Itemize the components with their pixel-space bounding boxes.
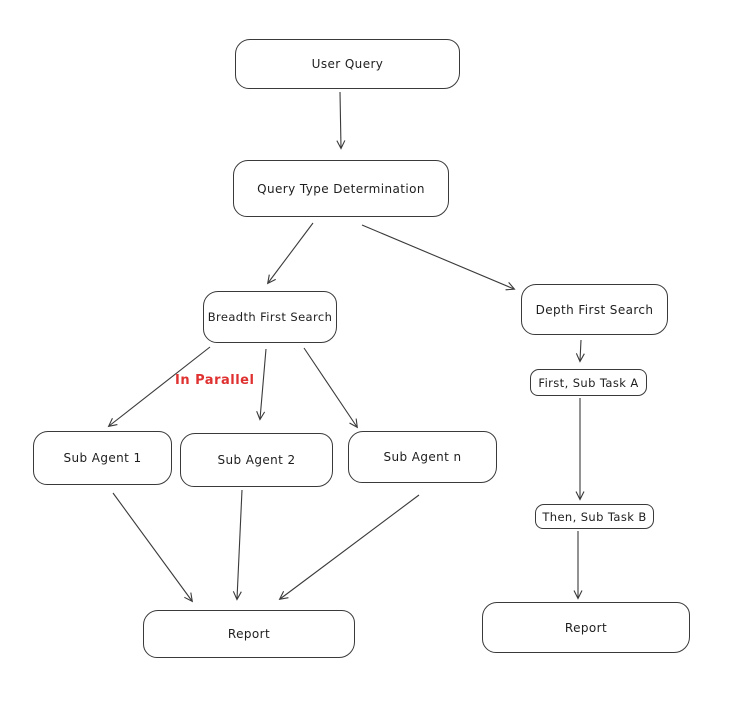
node-sub-agent-n: Sub Agent n bbox=[348, 431, 497, 483]
node-depth-first-search: Depth First Search bbox=[521, 284, 668, 335]
node-breadth-first-search-label: Breadth First Search bbox=[207, 310, 333, 324]
node-report-left-label: Report bbox=[227, 627, 271, 641]
node-report-left: Report bbox=[143, 610, 355, 658]
node-then-sub-task-b: Then, Sub Task B bbox=[535, 504, 654, 529]
edge-breadth-first-search-to-sub-agent-2 bbox=[256, 348, 267, 421]
node-sub-agent-2: Sub Agent 2 bbox=[180, 433, 333, 487]
node-user-query-label: User Query bbox=[311, 57, 384, 71]
edge-sub-agent-1-to-report-left bbox=[112, 492, 194, 603]
node-breadth-first-search: Breadth First Search bbox=[203, 291, 337, 343]
node-query-type-determination-label: Query Type Determination bbox=[257, 181, 425, 196]
edge-sub-agent-2-to-report-left bbox=[232, 489, 243, 601]
node-sub-agent-n-label: Sub Agent n bbox=[383, 450, 462, 464]
node-sub-agent-1-label: Sub Agent 1 bbox=[63, 451, 142, 465]
node-first-sub-task-a-label: First, Sub Task A bbox=[538, 375, 639, 390]
edge-query-type-determination-to-depth-first-search bbox=[361, 224, 516, 291]
node-user-query: User Query bbox=[235, 39, 460, 89]
node-first-sub-task-a: First, Sub Task A bbox=[530, 369, 647, 396]
in-parallel-annotation: In Parallel bbox=[175, 373, 255, 388]
node-report-right: Report bbox=[482, 602, 690, 653]
edge-depth-first-search-to-first-sub-task-a bbox=[575, 339, 585, 363]
edge-breadth-first-search-to-sub-agent-n bbox=[303, 347, 358, 429]
node-report-right-label: Report bbox=[564, 620, 608, 635]
edge-user-query-to-query-type-determination bbox=[336, 91, 346, 150]
node-sub-agent-1: Sub Agent 1 bbox=[33, 431, 172, 485]
node-depth-first-search-label: Depth First Search bbox=[535, 302, 654, 317]
edge-sub-agent-n-to-report-left bbox=[278, 494, 420, 601]
node-sub-agent-2-label: Sub Agent 2 bbox=[217, 453, 296, 467]
node-query-type-determination: Query Type Determination bbox=[233, 160, 449, 217]
edge-query-type-determination-to-breadth-first-search bbox=[266, 222, 314, 285]
node-then-sub-task-b-label: Then, Sub Task B bbox=[542, 509, 647, 524]
